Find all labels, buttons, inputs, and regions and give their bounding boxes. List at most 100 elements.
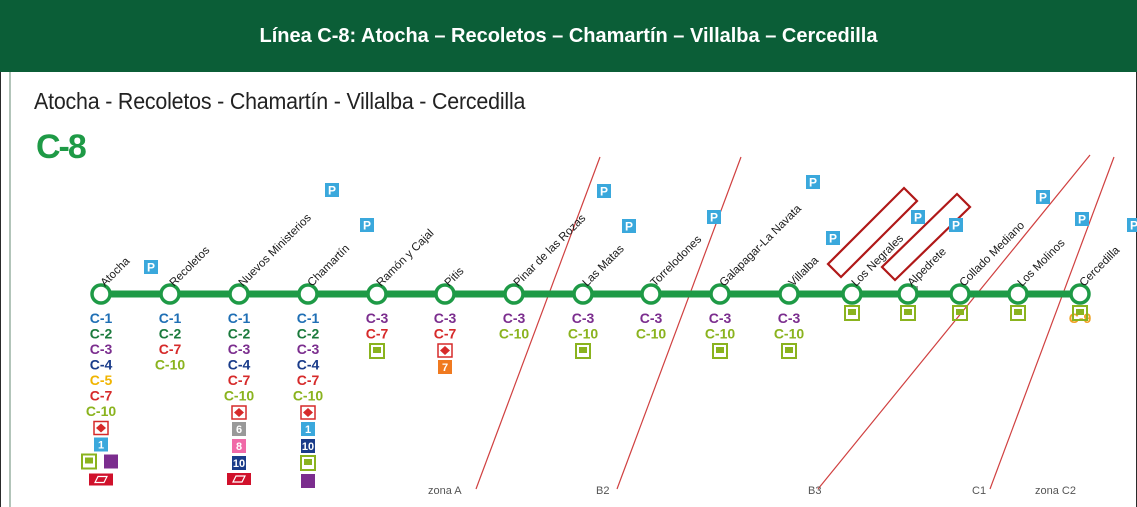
- parking-label: P: [952, 219, 960, 233]
- metro-line-number: 1: [98, 440, 104, 452]
- frame-border-left-inner: [9, 72, 11, 507]
- station-circle: [572, 283, 594, 305]
- connection-label: C-4: [90, 357, 113, 373]
- station-circle: [709, 283, 731, 305]
- station-label: Pinar de las Rozas: [512, 212, 589, 289]
- connection-label: C-3: [434, 310, 457, 326]
- connection-label: C-7: [228, 372, 251, 388]
- station-circle: [90, 283, 112, 305]
- parking-icon: [806, 175, 820, 189]
- zone-label: zona A: [428, 485, 462, 497]
- connection-label: C-2: [90, 326, 113, 342]
- highlight-box-los-negrales: [826, 186, 919, 279]
- bus-icon: [300, 455, 316, 471]
- header-bar: Línea C-8: Atocha – Recoletos – Chamartí…: [0, 0, 1137, 72]
- bus-icon: [575, 343, 591, 359]
- bus-icon: [952, 305, 968, 321]
- metro-line-number: 7: [442, 362, 448, 374]
- parking-icon: [360, 218, 374, 232]
- zone-boundary-line: [817, 154, 1091, 490]
- connection-label: C-7: [297, 372, 320, 388]
- connection-label: C-10: [499, 326, 530, 342]
- parking-icon: [1075, 212, 1089, 226]
- connection-label: C-7: [366, 326, 389, 342]
- parking-label: P: [1078, 213, 1086, 227]
- bus-icon: [81, 453, 97, 470]
- station-label: Torrelodones: [649, 233, 705, 289]
- parking-label: P: [625, 220, 633, 234]
- line-logo: C-8: [36, 128, 87, 166]
- bus-icon: [1072, 305, 1088, 321]
- station-label: Ramón y Cajal: [375, 227, 437, 289]
- metro-line-badge: [232, 422, 246, 436]
- ave-icon-mark: [232, 475, 246, 483]
- bus-icon-window: [956, 309, 964, 315]
- connection-label: C-2: [228, 326, 251, 342]
- metro-line-badge: [301, 422, 315, 436]
- station-circle: [297, 283, 319, 305]
- connection-label: C-1: [159, 310, 182, 326]
- header-title: Línea C-8: Atocha – Recoletos – Chamartí…: [259, 24, 878, 47]
- station-circle: [503, 283, 525, 305]
- connection-label: C-5: [90, 372, 113, 388]
- metro-line-number: 10: [302, 441, 314, 453]
- parking-label: P: [829, 232, 837, 246]
- connection-label: C-3: [366, 310, 389, 326]
- connection-label: C-10: [155, 357, 186, 373]
- station-label: Villalba: [787, 254, 822, 289]
- station-circle: [949, 283, 971, 305]
- bus-icon: [844, 305, 860, 321]
- bus-icon: [900, 305, 916, 321]
- zone-label: B3: [808, 485, 821, 497]
- connection-label: C-10: [86, 403, 117, 419]
- bus-icon-window: [579, 347, 587, 353]
- station-circle: [434, 283, 456, 305]
- station-label: Atocha: [99, 255, 133, 289]
- station-label: Chamartín: [306, 243, 352, 289]
- bus-icon-window: [716, 347, 724, 353]
- connection-label: C-4: [228, 357, 251, 373]
- metro-line-number: 1: [305, 424, 311, 436]
- parking-icon: [1036, 190, 1050, 204]
- parking-label: P: [1039, 191, 1047, 205]
- metro-line-number: 8: [236, 441, 242, 453]
- parking-label: P: [809, 176, 817, 190]
- parking-label: P: [363, 219, 371, 233]
- metro-line-badge: [438, 360, 452, 374]
- bus-icon: [712, 343, 728, 359]
- train-icon: [104, 454, 118, 469]
- frame-border-left: [0, 72, 1, 507]
- parking-icon: [622, 219, 636, 233]
- highlight-box-alpedrete: [880, 192, 972, 282]
- connection-label: C-3: [778, 310, 801, 326]
- connection-label: C-10: [774, 326, 805, 342]
- station-label: Los Molinos: [1016, 237, 1068, 289]
- connection-label: C-1: [297, 310, 320, 326]
- metro-diamond: [440, 346, 450, 355]
- parking-icon: [1127, 218, 1137, 232]
- zone-label: zona C2: [1035, 485, 1076, 497]
- metro-line-number: 6: [236, 424, 242, 436]
- zone-label: B2: [596, 485, 609, 497]
- parking-icon: [597, 184, 611, 198]
- parking-label: P: [914, 211, 922, 225]
- bus-icon-window: [1014, 309, 1022, 315]
- metro-diamond: [96, 423, 106, 433]
- parking-label: P: [147, 261, 155, 275]
- parking-label: P: [328, 184, 336, 198]
- station-label: Cercedilla: [1078, 244, 1123, 289]
- parking-icon: [325, 183, 339, 197]
- connection-label: C-3: [640, 310, 663, 326]
- parking-label: P: [710, 211, 718, 225]
- parking-icon: [707, 210, 721, 224]
- ave-icon-mark: [94, 475, 108, 484]
- train-icon: [301, 474, 315, 488]
- parking-label: P: [600, 185, 608, 199]
- connection-label: C-3: [297, 341, 320, 357]
- connection-label: C-3: [572, 310, 595, 326]
- connection-label: C-2: [297, 326, 320, 342]
- connection-label: C-10: [636, 326, 667, 342]
- bus-icon-window: [304, 459, 312, 465]
- diagram-subtitle: Atocha - Recoletos - Chamartín - Villalb…: [34, 88, 526, 114]
- station-label: Nuevos Ministerios: [237, 212, 314, 289]
